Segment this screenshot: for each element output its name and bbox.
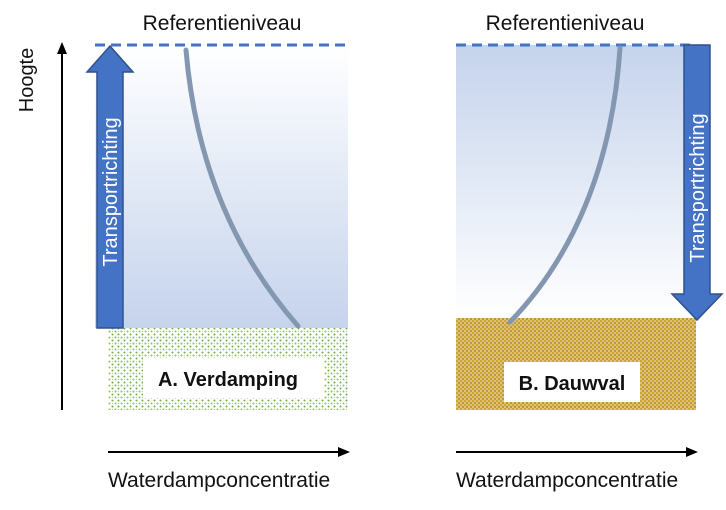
- y-axis-arrowhead: [57, 42, 67, 54]
- panel-a-sky: [95, 45, 348, 328]
- panel-b-x-axis-label: Waterdampconcentratie: [456, 469, 678, 492]
- panel-b-transport-arrow: [670, 44, 724, 322]
- panel-a-transport-label: Transportrichting: [100, 117, 122, 266]
- panel-a-concentration-curve: [183, 47, 301, 329]
- panel-a: Referentieniveau Transportrichting A. Ve…: [85, 12, 350, 492]
- panel-a-title-box: [143, 358, 324, 398]
- panel-b-transport-label: Transportrichting: [687, 113, 709, 262]
- panel-b-title-box: [504, 362, 640, 402]
- y-axis-label: Hoogte: [16, 48, 38, 113]
- panel-a-title: A. Verdamping: [158, 369, 298, 391]
- panel-b-reference-label: Referentieniveau: [486, 12, 645, 35]
- panel-a-x-axis-arrowhead: [338, 447, 350, 457]
- panel-b-x-axis-arrowhead: [686, 447, 698, 457]
- panel-b-title: B. Dauwval: [519, 373, 626, 395]
- panel-b: Referentieniveau Transportrichting B. Da…: [456, 12, 724, 492]
- panel-b-concentration-curve: [507, 45, 623, 325]
- y-axis: Hoogte: [16, 42, 67, 410]
- panel-b-sky: [456, 45, 696, 318]
- panel-a-x-axis-label: Waterdampconcentratie: [108, 469, 330, 492]
- panel-a-transport-arrow: [85, 44, 135, 329]
- panel-a-reference-label: Referentieniveau: [143, 12, 302, 35]
